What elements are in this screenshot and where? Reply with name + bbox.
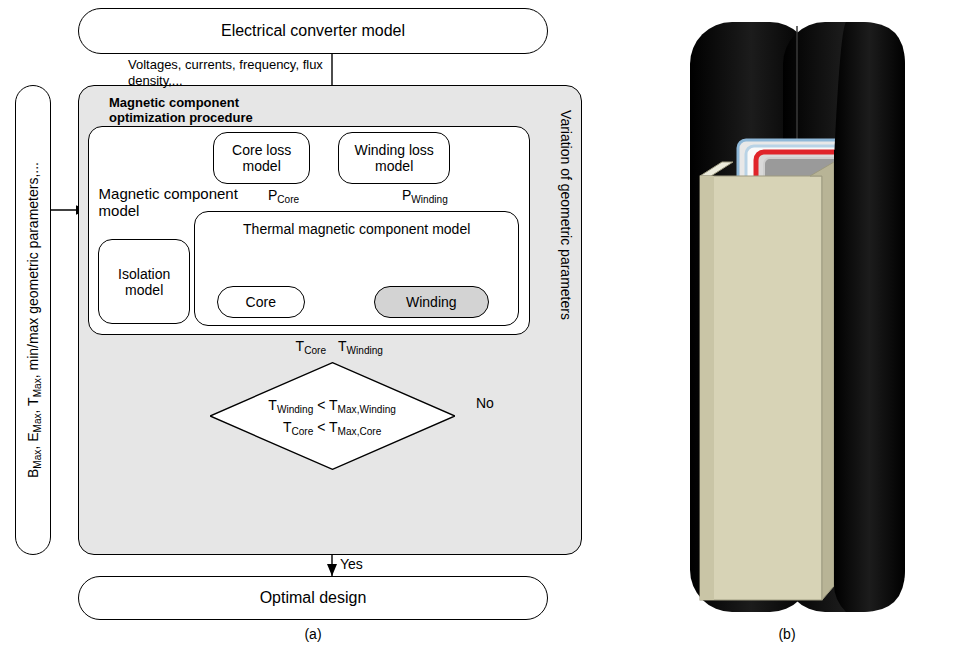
thermal-part-box: Winding xyxy=(374,286,489,318)
text-run: Core loss model xyxy=(232,142,291,174)
text-run: , E xyxy=(25,432,41,449)
node-label: Optimal design xyxy=(260,589,367,607)
node-label: Winding xyxy=(406,294,457,310)
node-label: Core loss model xyxy=(214,142,309,174)
thermal-part-box: Core xyxy=(217,286,305,318)
procedure-panel: Magnetic component optimization procedur… xyxy=(78,85,582,555)
result-box: Optimal design xyxy=(78,576,548,620)
text-run: Voltages, currents, frequency, flux dens… xyxy=(128,57,323,88)
decision-diamond: TWinding < TMax,WindingTCore < TMax,Core xyxy=(210,362,455,470)
text-run: B xyxy=(25,468,41,477)
process-box: Winding loss model xyxy=(338,132,450,184)
text-run: Thermal magnetic component model xyxy=(243,221,470,237)
edge-label: Yes xyxy=(340,556,380,573)
subscript: Max,Core xyxy=(338,426,382,437)
node-label: Electrical converter model xyxy=(221,22,405,40)
transformer-core-back xyxy=(690,22,905,612)
input-parameter-box: BMax, EMax, TMax, min/max geometric para… xyxy=(15,85,51,555)
subscript: Max xyxy=(32,449,43,468)
model-group-box: Magnetic component modelCore loss modelW… xyxy=(88,126,530,335)
subscript: Max xyxy=(32,378,43,397)
condition-text: TCore < TMax,Core xyxy=(283,419,381,435)
condition-text: TWinding < TMax,Winding xyxy=(268,397,396,413)
node-label: Winding loss model xyxy=(339,142,449,174)
node-label: BMax, EMax, TMax, min/max geometric para… xyxy=(23,90,43,550)
text-run: < T xyxy=(313,397,337,413)
text-run: Optimal design xyxy=(260,589,367,606)
model-box: Electrical converter model xyxy=(78,8,548,54)
text-run: , min/max geometric parameters,... xyxy=(25,162,41,378)
text-run: T xyxy=(283,419,292,435)
text-run: Winding xyxy=(406,294,457,310)
text-run: T xyxy=(268,397,277,413)
text-run: Winding loss model xyxy=(355,142,434,174)
text-run: < T xyxy=(313,419,337,435)
thermal-model-box: Thermal magnetic component modelCore Wind… xyxy=(194,211,519,326)
node-label: Magnetic component optimization procedur… xyxy=(109,96,279,126)
node-label: Thermal magnetic component model xyxy=(203,221,510,237)
edge-label: Voltages, currents, frequency, flux dens… xyxy=(128,57,328,88)
subfigure-label: (a) xyxy=(293,626,333,643)
subscript: Core xyxy=(291,426,313,437)
subfigure-label: (b) xyxy=(767,626,807,643)
text-run: Core xyxy=(246,294,276,310)
process-box: Core loss model xyxy=(213,132,310,184)
process-box: Isolation model xyxy=(98,239,190,324)
text-run: (b) xyxy=(778,626,795,642)
bobbin xyxy=(700,162,834,600)
node-label: Isolation model xyxy=(99,266,189,298)
diamond-outline xyxy=(210,362,455,470)
subscript: Max xyxy=(32,413,43,432)
node-label: Core xyxy=(246,294,276,310)
transformer-core-front xyxy=(834,22,905,612)
subscript: Max,Winding xyxy=(338,404,396,415)
subscript: Winding xyxy=(277,404,313,415)
text-run: Yes xyxy=(340,556,363,572)
text-run: Magnetic component optimization procedur… xyxy=(109,95,253,125)
text-run: Isolation model xyxy=(118,266,170,298)
text-run: Electrical converter model xyxy=(221,22,405,39)
text-run: , T xyxy=(25,397,41,413)
text-run: (a) xyxy=(304,626,321,642)
